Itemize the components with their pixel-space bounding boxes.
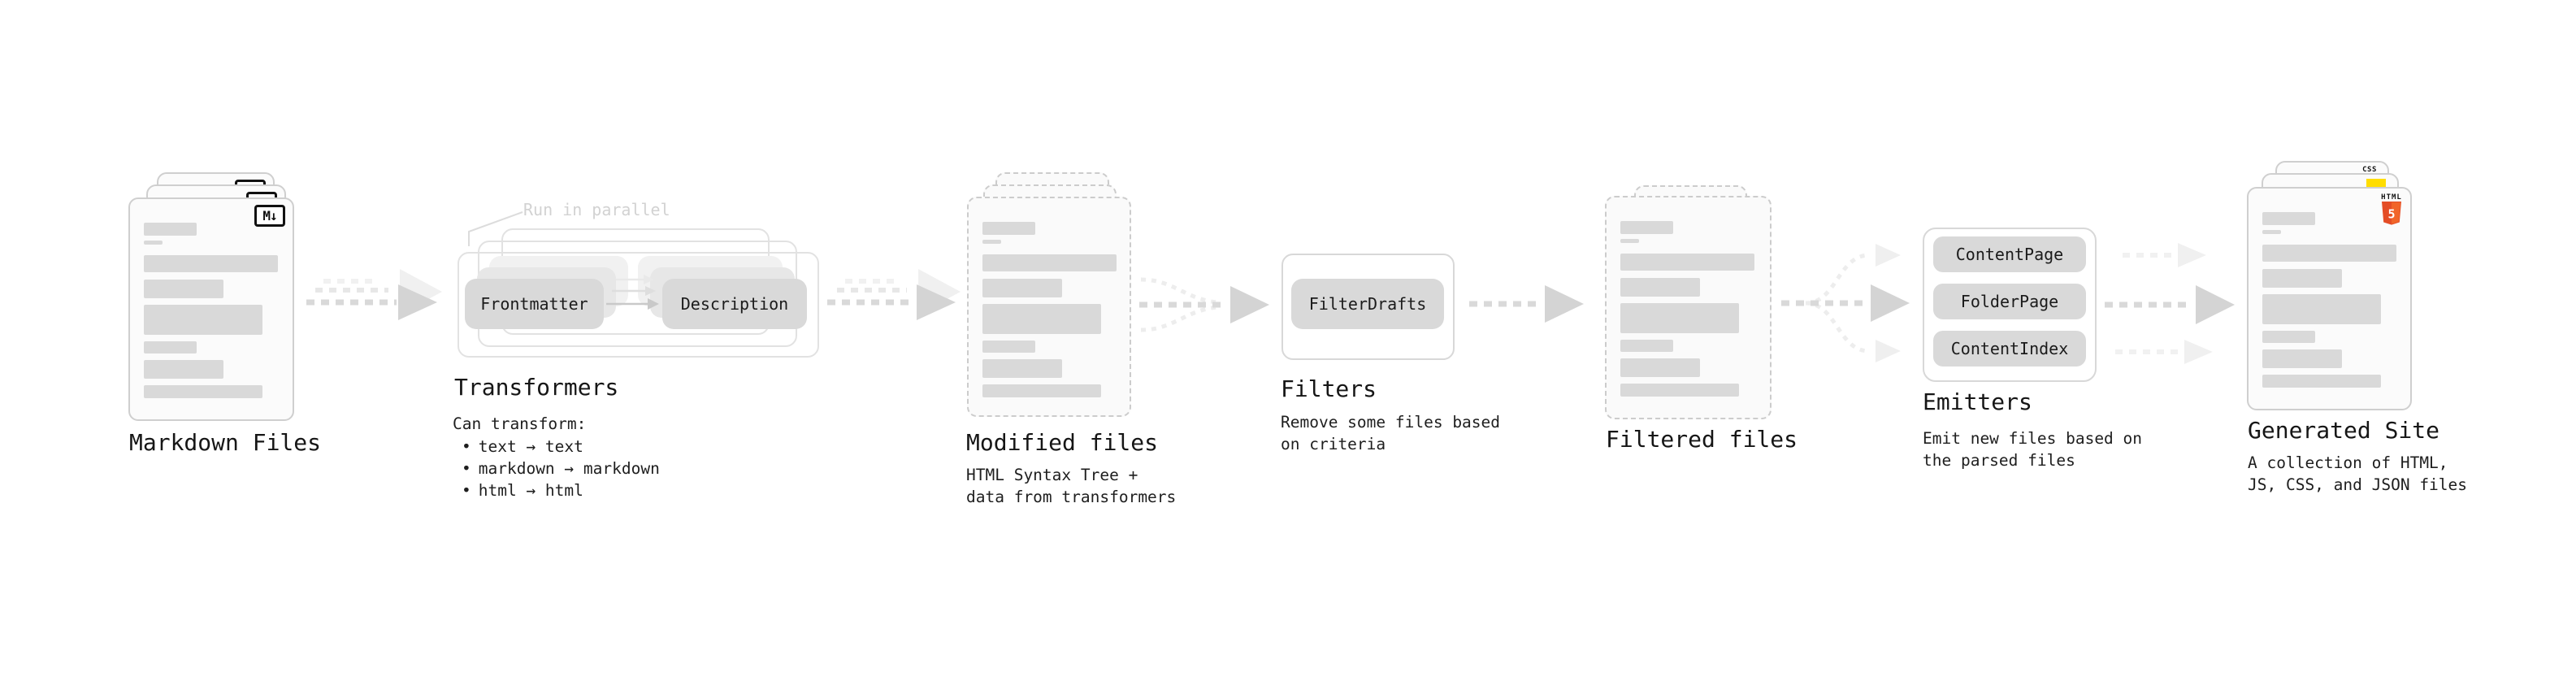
- arrow-filters-to-filtered: [1469, 285, 1584, 323]
- html5-icon-label: HTML: [2381, 193, 2402, 202]
- placeholder-bar: [2262, 245, 2396, 262]
- bullet-dot: •: [462, 437, 471, 456]
- desc-line: on criteria: [1281, 435, 1386, 453]
- placeholder-bar: [1620, 303, 1739, 333]
- placeholder-bar: [2262, 349, 2342, 368]
- generated-site-description: A collection of HTML, JS, CSS, and JSON …: [2248, 452, 2467, 496]
- arrow-emitters-to-generated: [2105, 243, 2235, 364]
- modified-file-card-front: [967, 197, 1131, 417]
- placeholder-bar: [2262, 230, 2281, 234]
- placeholder-bar: [144, 385, 262, 398]
- run-in-parallel-annotation: Run in parallel: [523, 200, 670, 219]
- transformer-node-description: Description: [662, 279, 807, 329]
- markdown-icon: M↓: [254, 205, 285, 227]
- file-content-placeholder: [2262, 212, 2396, 388]
- bullet-dot: •: [462, 481, 471, 500]
- stage-title-emitters: Emitters: [1923, 388, 2032, 415]
- bullet-text: html → html: [478, 481, 583, 500]
- placeholder-bar: [144, 280, 223, 298]
- placeholder-bar: [982, 279, 1062, 297]
- file-content-placeholder: [1620, 221, 1754, 397]
- placeholder-bar: [144, 241, 163, 245]
- html5-shield-number: 5: [2387, 207, 2395, 222]
- stage-title-modified-files: Modified files: [966, 429, 1159, 456]
- html5-shield: 5: [2382, 202, 2401, 225]
- emitter-node-folderpage: FolderPage: [1933, 284, 2086, 319]
- generated-file-card-front: HTML 5: [2247, 187, 2412, 410]
- placeholder-bar: [1620, 278, 1700, 297]
- html5-icon: HTML 5: [2381, 193, 2402, 225]
- placeholder-bar: [1620, 358, 1700, 377]
- arrow-markdown-to-transformers: [306, 269, 442, 320]
- filters-description: Remove some files based on criteria: [1281, 411, 1500, 455]
- placeholder-bar: [2262, 294, 2381, 324]
- placeholder-bar: [982, 222, 1035, 235]
- placeholder-bar: [144, 255, 278, 272]
- stage-title-filters: Filters: [1281, 375, 1377, 402]
- desc-line: data from transformers: [966, 488, 1177, 506]
- desc-line: Emit new files based on: [1923, 429, 2143, 448]
- placeholder-bar: [1620, 239, 1639, 243]
- desc-line: Remove some files based: [1281, 413, 1501, 432]
- stage-title-transformers: Transformers: [454, 374, 619, 401]
- emitter-node-contentpage: ContentPage: [1933, 236, 2086, 272]
- placeholder-bar: [2262, 269, 2342, 288]
- transformers-bullet-3: • html → html: [462, 479, 583, 501]
- markdown-icon-label: M↓: [262, 208, 277, 223]
- placeholder-bar: [144, 360, 223, 379]
- placeholder-bar: [1620, 384, 1739, 397]
- placeholder-bar: [2262, 212, 2315, 225]
- placeholder-bar: [982, 384, 1101, 397]
- markdown-file-card-front: M↓: [128, 197, 294, 421]
- emitters-description: Emit new files based on the parsed files: [1923, 427, 2142, 471]
- transformer-node-frontmatter: Frontmatter: [465, 279, 604, 329]
- desc-line: HTML Syntax Tree +: [966, 466, 1138, 484]
- desc-line: A collection of HTML,: [2248, 453, 2448, 472]
- css-icon-label: CSS: [2362, 166, 2377, 174]
- emitter-node-contentindex: ContentIndex: [1933, 331, 2086, 367]
- transformers-bullet-1: • text → text: [462, 436, 583, 458]
- filter-node-filterdrafts: FilterDrafts: [1291, 279, 1444, 329]
- stage-title-generated-site: Generated Site: [2248, 417, 2440, 444]
- placeholder-bar: [982, 304, 1101, 334]
- placeholder-bar: [1620, 254, 1754, 271]
- desc-line: the parsed files: [1923, 451, 2075, 470]
- file-content-placeholder: [982, 222, 1117, 397]
- placeholder-bar: [1620, 221, 1673, 234]
- bullet-text: markdown → markdown: [478, 459, 660, 478]
- bullet-text: text → text: [478, 437, 583, 456]
- file-content-placeholder: [144, 223, 278, 398]
- arrow-modified-to-filters-merge: [1139, 277, 1269, 332]
- transformer-box-front: [458, 252, 819, 358]
- placeholder-bar: [982, 340, 1035, 353]
- placeholder-bar: [982, 359, 1062, 378]
- stage-title-filtered-files: Filtered files: [1606, 426, 1798, 453]
- desc-line: JS, CSS, and JSON files: [2248, 475, 2468, 494]
- placeholder-bar: [982, 254, 1117, 271]
- placeholder-bar: [982, 240, 1001, 244]
- placeholder-bar: [144, 223, 197, 236]
- modified-files-description: HTML Syntax Tree + data from transformer…: [966, 464, 1176, 508]
- placeholder-bar: [1620, 340, 1673, 352]
- filtered-file-card-front: [1605, 196, 1772, 419]
- transformers-description: Can transform:: [453, 413, 586, 435]
- placeholder-bar: [2262, 375, 2381, 388]
- transformers-bullet-2: • markdown → markdown: [462, 458, 660, 479]
- arrow-filtered-to-emitters-split: [1781, 244, 1910, 362]
- placeholder-bar: [144, 305, 262, 335]
- stage-title-markdown-files: Markdown Files: [129, 429, 322, 456]
- transformers-desc-heading: Can transform:: [453, 414, 587, 433]
- bullet-dot: •: [462, 459, 471, 478]
- arrow-transformers-to-modified: [827, 269, 961, 320]
- placeholder-bar: [2262, 331, 2315, 343]
- placeholder-bar: [144, 341, 197, 354]
